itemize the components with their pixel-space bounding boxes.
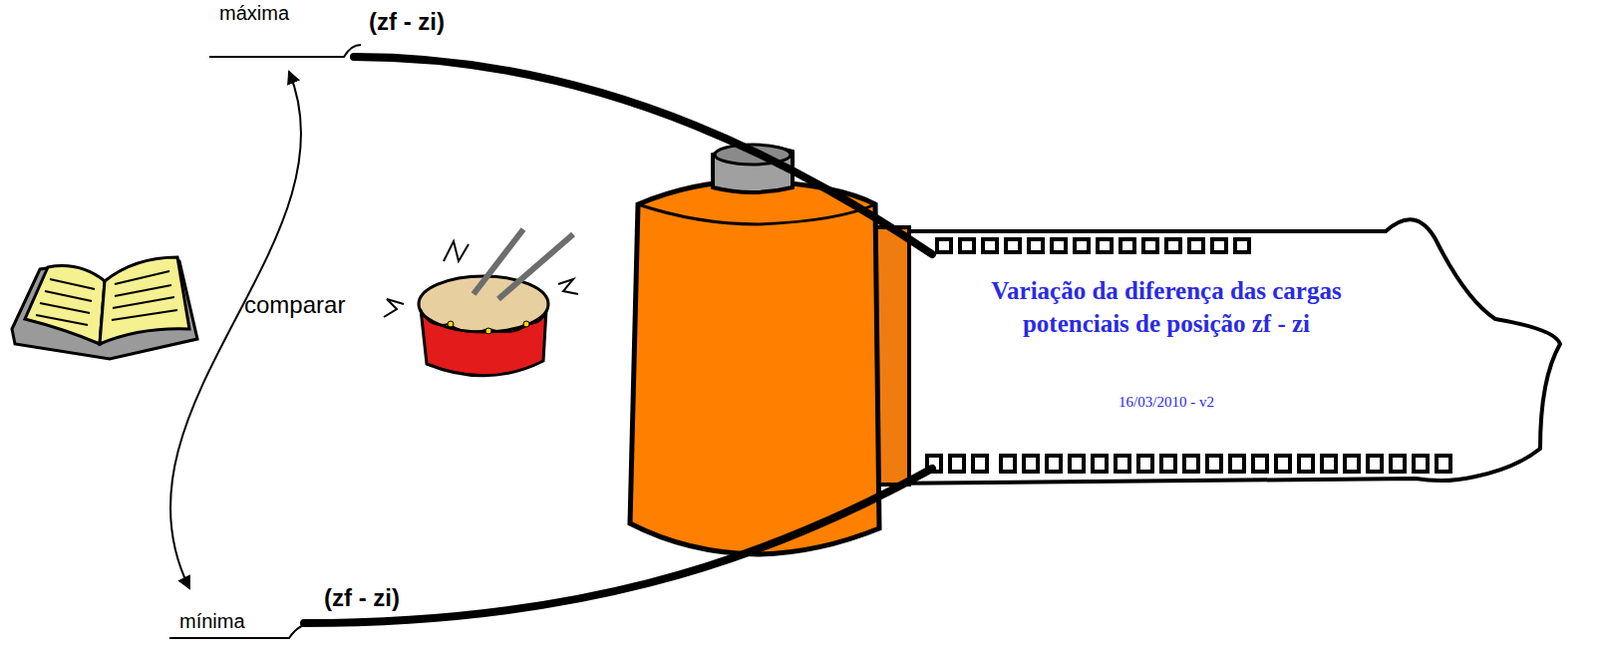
- edge-label: comparar: [244, 291, 345, 320]
- canister-rim: [638, 204, 876, 225]
- branch-node: mínima (zf - zi): [164, 578, 434, 639]
- branch-line: [353, 56, 933, 255]
- branch-formula: (zf - zi): [368, 7, 494, 36]
- title-text: Variação da diferença das cargas potenci…: [947, 274, 1386, 340]
- film-canister: [630, 181, 880, 555]
- branch-underline: [209, 44, 361, 57]
- book-icon: [11, 257, 198, 359]
- film-title-node: Variação da diferença das cargas potenci…: [932, 224, 1401, 479]
- date-version: 16/03/2010 - v2: [947, 393, 1386, 411]
- film-strip: [877, 219, 1561, 484]
- film-holes: [927, 239, 1451, 472]
- branch-formula: (zf - zi): [323, 584, 434, 613]
- branch-line: [304, 468, 933, 624]
- branch-label: mínima: [179, 610, 290, 634]
- branch-label: máxima: [219, 1, 329, 25]
- compare-arrow: [170, 71, 302, 589]
- cap-top: [714, 144, 791, 165]
- branch-node: máxima (zf - zi): [204, 0, 494, 57]
- drum-icon: [383, 229, 579, 376]
